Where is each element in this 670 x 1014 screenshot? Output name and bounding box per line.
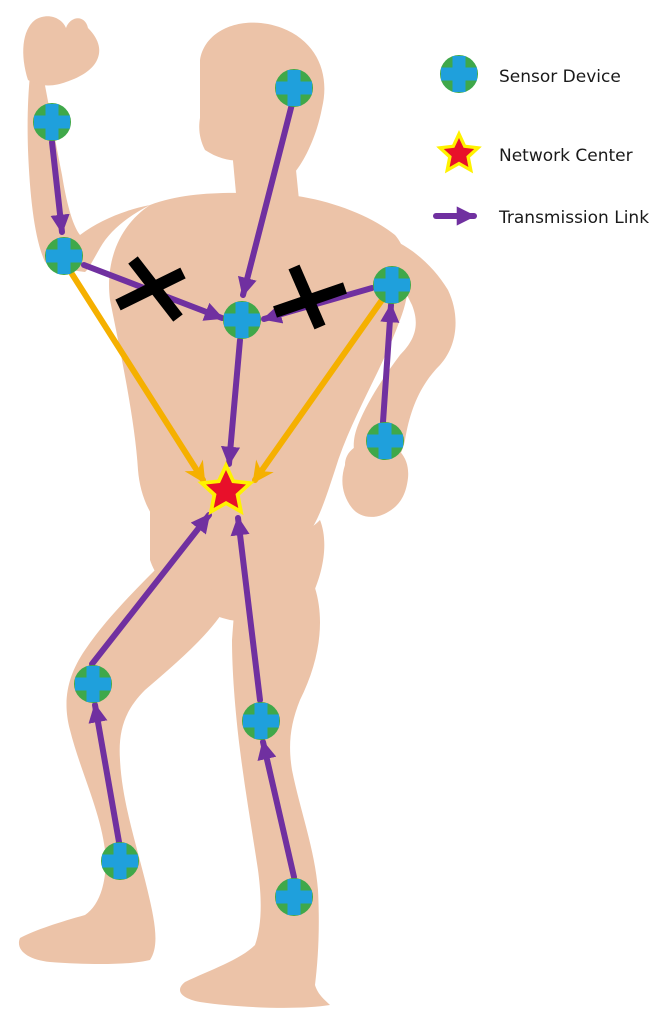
sensor-head [275,69,313,107]
sensor-left-ankle [275,878,313,916]
raised-hand-shape [23,16,99,85]
sensor-right-knee [74,665,112,703]
legend-center-label: Network Center [499,146,633,166]
legend-center-icon [436,130,482,173]
human-body-silhouette [19,16,456,1008]
sensor-right-ankle [101,842,139,880]
legend-link-label: Transmission Link [498,208,649,228]
legend-sensor-icon [440,55,478,93]
sensor-chest [223,301,261,339]
sensor-right-wrist [33,103,71,141]
sensor-left-shoulder [373,266,411,304]
legend-sensor-label: Sensor Device [499,67,621,87]
sensor-left-wrist [366,422,404,460]
legend: Sensor Device Network Center Transmissio… [436,55,649,228]
sensor-left-knee [242,702,280,740]
sensor-right-elbow [45,237,83,275]
